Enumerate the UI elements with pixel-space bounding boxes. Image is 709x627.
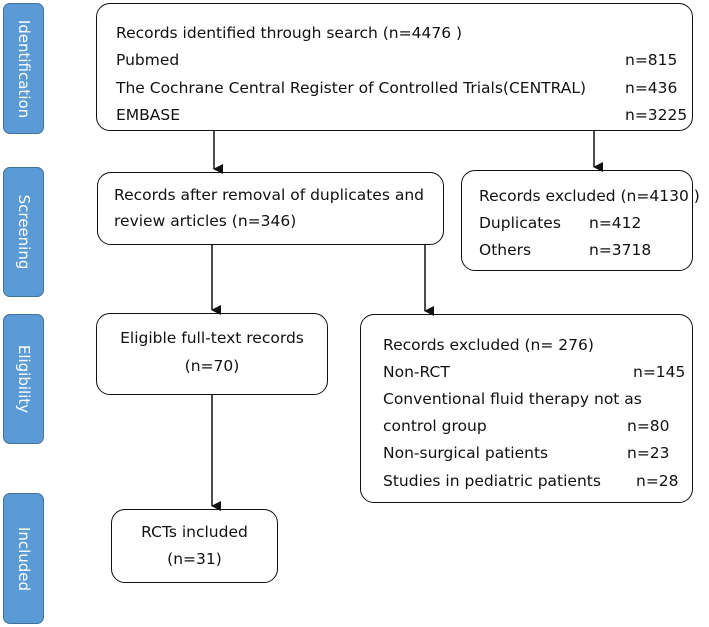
stage-included-label: Included: [14, 526, 33, 591]
excluded-others-label: Others: [479, 241, 532, 259]
excluded-nonsurgical-count: n=23: [627, 444, 670, 462]
eligibility-box: Eligible full-text records (n=70): [96, 313, 328, 395]
screening-line1: Records after removal of duplicates and: [114, 186, 424, 204]
source-pubmed-label: Pubmed: [116, 51, 180, 69]
included-line1: RCTs included: [141, 523, 248, 541]
excluded-screening-title: Records excluded (n=4130 ): [479, 187, 700, 205]
excluded-screening-box: Records excluded (n=4130 ) Duplicates n=…: [461, 170, 700, 271]
stage-screening: Screening: [3, 167, 44, 297]
stage-eligibility: Eligibility: [3, 314, 44, 444]
eligibility-line2: (n=70): [184, 357, 240, 375]
eligibility-line1: Eligible full-text records: [120, 329, 304, 347]
source-embase-count: n=3225: [625, 106, 688, 124]
source-pubmed-count: n=815: [625, 51, 678, 69]
stage-screening-label: Screening: [14, 194, 33, 270]
stage-eligibility-label: Eligibility: [14, 344, 33, 414]
source-central-count: n=436: [625, 79, 678, 97]
excluded-pediatric-count: n=28: [636, 472, 679, 490]
stage-included: Included: [3, 493, 44, 624]
excluded-others-count: n=3718: [589, 241, 652, 259]
included-box: RCTs included (n=31): [111, 509, 278, 583]
excluded-duplicates-count: n=412: [589, 214, 642, 232]
excluded-eligibility-box: Records excluded (n= 276) Non-RCT n=145 …: [360, 314, 693, 503]
excluded-duplicates-label: Duplicates: [479, 214, 561, 232]
excluded-nonrct-count: n=145: [633, 363, 686, 381]
excluded-conventional-line2: control group: [383, 417, 487, 435]
source-embase-label: EMBASE: [116, 106, 181, 124]
stage-identification: Identification: [3, 3, 44, 134]
excluded-nonsurgical-label: Non-surgical patients: [383, 444, 549, 462]
excluded-eligibility-title: Records excluded (n= 276): [383, 336, 594, 354]
excluded-conventional-count: n=80: [627, 417, 670, 435]
stage-identification-label: Identification: [14, 19, 33, 118]
excluded-nonrct-label: Non-RCT: [383, 363, 450, 381]
excluded-pediatric-label: Studies in pediatric patients: [383, 472, 601, 490]
source-central-label: The Cochrane Central Register of Control…: [116, 79, 587, 97]
screening-line2: review articles (n=346): [114, 212, 297, 230]
screening-box: Records after removal of duplicates and …: [97, 172, 444, 245]
identification-title: Records identified through search (n=447…: [116, 24, 463, 42]
excluded-conventional-line1: Conventional fluid therapy not as: [383, 390, 642, 408]
included-line2: (n=31): [167, 550, 222, 568]
identification-box: Records identified through search (n=447…: [96, 3, 693, 131]
